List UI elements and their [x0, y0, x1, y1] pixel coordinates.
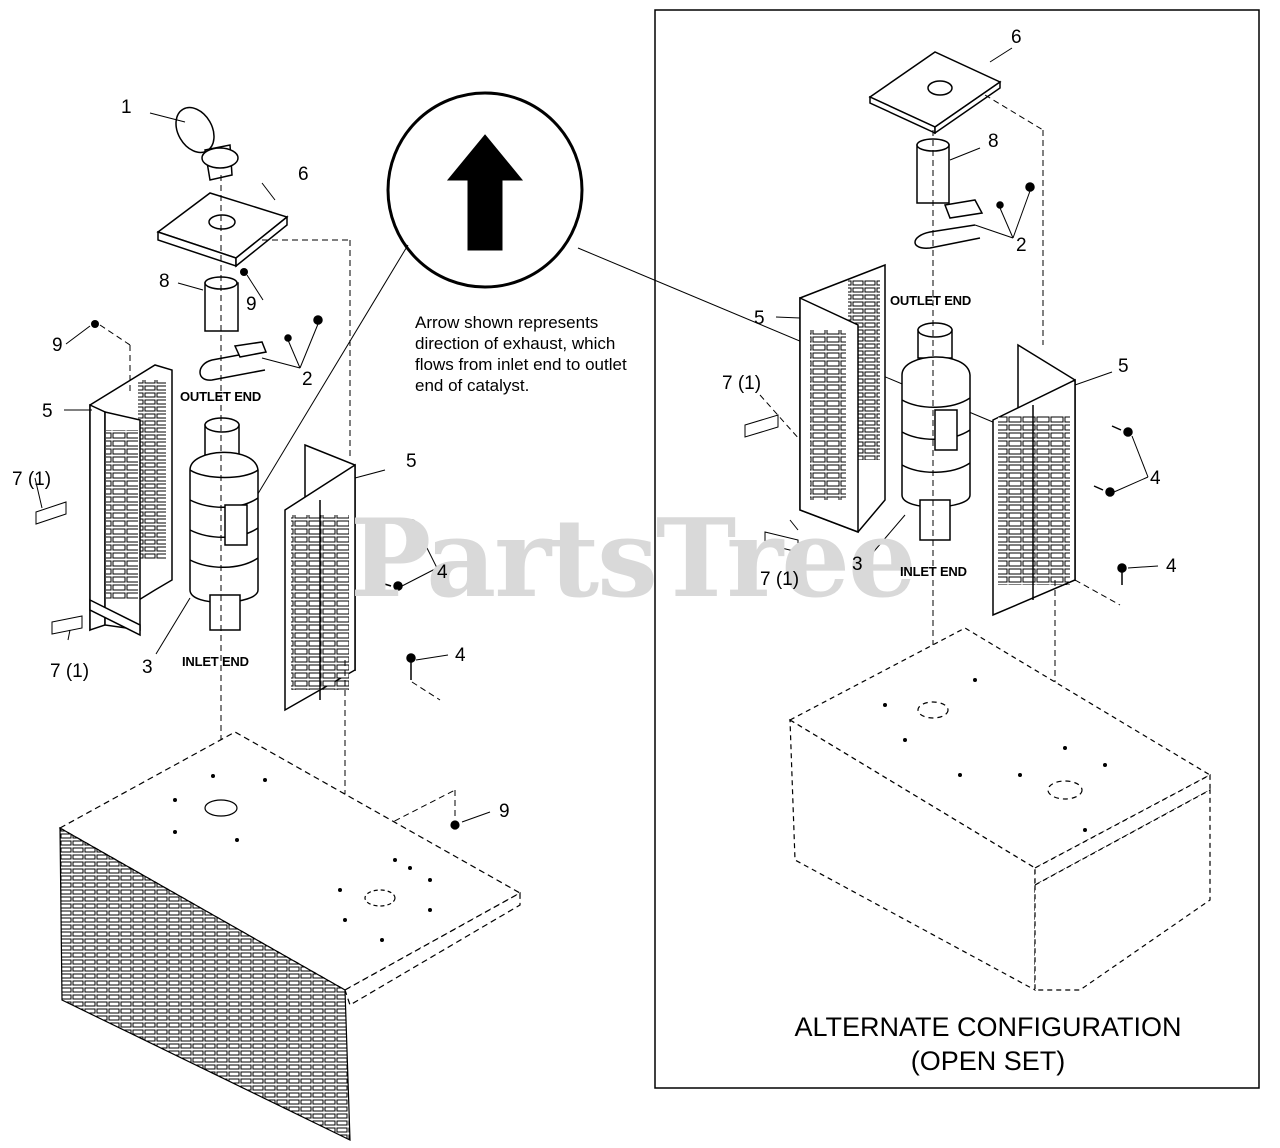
alt-decal [744, 414, 779, 438]
exhaust-note: Arrow shown represents direction of exha… [415, 313, 627, 395]
heat-shield-left [89, 364, 173, 637]
screw [91, 320, 99, 328]
alternate-config-frame [654, 9, 1260, 1089]
callout-7: 7 (1) [760, 569, 800, 590]
callout-5: 5 [42, 401, 53, 422]
watermark: PartsTree [350, 496, 917, 622]
callout-3: 3 [142, 657, 153, 678]
enclosure-base [58, 731, 522, 1141]
callout-5: 5 [406, 451, 417, 472]
decal [35, 501, 67, 525]
alternate-config-title: ALTERNATE CONFIGURATION (OPEN SET) [758, 1010, 1218, 1078]
alt-u-bolt-clamp [914, 182, 1035, 249]
callout-6: 6 [1011, 27, 1022, 48]
callout-7: 7 (1) [50, 661, 90, 682]
callout-7: 7 (1) [722, 373, 762, 394]
callout-9: 9 [52, 335, 63, 356]
decal [51, 615, 83, 635]
bolts [377, 519, 449, 680]
callout-8: 8 [159, 271, 170, 292]
screw [240, 268, 248, 276]
callout-7: 7 (1) [12, 469, 52, 490]
callout-8: 8 [988, 131, 999, 152]
outlet-end-label: OUTLET END [890, 293, 972, 308]
callout-1: 1 [121, 97, 132, 118]
u-bolt-clamp [199, 315, 323, 381]
callout-4: 4 [1150, 468, 1161, 489]
callout-4: 4 [455, 645, 466, 666]
callout-2: 2 [302, 369, 313, 390]
catalytic-converter [189, 417, 259, 631]
alt-enclosure-base [788, 627, 1212, 992]
rain-cap [149, 106, 239, 181]
callout-9: 9 [499, 801, 510, 822]
callout-5: 5 [1118, 356, 1129, 377]
outlet-end-label: OUTLET END [180, 389, 262, 404]
callout-9: 9 [246, 294, 257, 315]
alternate-config-title-line2: (OPEN SET) [910, 1046, 1066, 1076]
heat-shield-right [284, 443, 356, 712]
alt-exhaust-pipe [916, 138, 981, 204]
callout-4: 4 [437, 562, 448, 583]
inlet-end-label: INLET END [900, 564, 967, 579]
inlet-end-label: INLET END [182, 654, 249, 669]
callout-3: 3 [852, 554, 863, 575]
alt-heat-shield-left [799, 263, 886, 534]
mounting-plate [156, 182, 289, 268]
alt-catalytic-converter [901, 322, 971, 541]
alt-heat-shield-right [992, 343, 1076, 617]
callout-2: 2 [1016, 235, 1027, 256]
callout-4: 4 [1166, 556, 1177, 577]
exhaust-pipe [177, 276, 239, 332]
alt-decal [764, 531, 799, 553]
alternate-config-title-line1: ALTERNATE CONFIGURATION [794, 1012, 1182, 1042]
callout-6: 6 [298, 164, 309, 185]
callout-5: 5 [754, 308, 765, 329]
alt-bolts [1093, 425, 1159, 585]
alt-mounting-plate [868, 47, 1013, 135]
